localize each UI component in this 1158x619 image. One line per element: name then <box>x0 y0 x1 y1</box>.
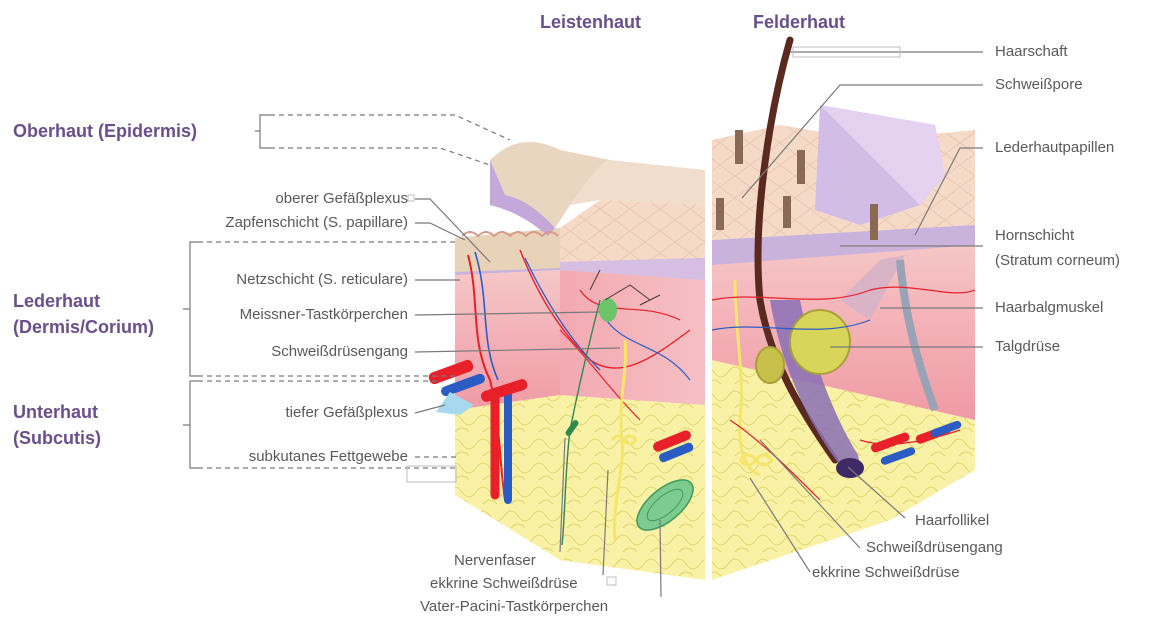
label-ekkrine-schweissdruese-left: ekkrine Schweißdrüse <box>430 575 578 593</box>
label-tiefer-gefaessplexus: tiefer Gefäßplexus <box>285 404 408 422</box>
label-hornschicht: Hornschicht <box>995 227 1074 245</box>
label-schweissdruesengang-right: Schweißdrüsengang <box>866 539 1003 557</box>
label-schweissdruesengang-left: Schweißdrüsengang <box>271 343 408 361</box>
label-talgdruese: Talgdrüse <box>995 338 1060 356</box>
label-oberer-gefaessplexus: oberer Gefäßplexus <box>275 190 408 208</box>
label-netzschicht: Netzschicht (S. reticulare) <box>236 271 408 289</box>
label-ekkrine-schweissdruese-right: ekkrine Schweißdrüse <box>812 564 960 582</box>
label-schweisspore: Schweißpore <box>995 76 1083 94</box>
header-felderhaut: Felderhaut <box>753 12 845 33</box>
label-subkutanes-fettgewebe: subkutanes Fettgewebe <box>249 448 408 466</box>
felderhaut-block <box>712 40 975 580</box>
region-dermis-line2: (Dermis/Corium) <box>13 314 154 340</box>
label-stratum-corneum: (Stratum corneum) <box>995 252 1120 270</box>
leistenhaut-block <box>427 142 705 580</box>
left-dermis-side <box>560 270 705 405</box>
region-epidermis: Oberhaut (Epidermis) <box>13 118 197 144</box>
sebaceous-gland <box>790 310 850 374</box>
label-meissner-tastkoerperchen: Meissner-Tastkörperchen <box>240 306 408 324</box>
left-top-surface <box>560 200 705 262</box>
short-hair-1 <box>735 130 743 164</box>
header-leistenhaut: Leistenhaut <box>540 12 641 33</box>
region-subcutis-line1: Unterhaut <box>13 399 98 425</box>
label-haarfollikel: Haarfollikel <box>915 512 989 530</box>
meissner-corpuscle <box>599 298 617 322</box>
label-vater-pacini: Vater-Pacini-Tastkörperchen <box>420 598 608 616</box>
region-subcutis-line2: (Subcutis) <box>13 425 101 451</box>
label-nervenfaser: Nervenfaser <box>454 552 536 570</box>
label-haarbalgmuskel: Haarbalgmuskel <box>995 299 1103 317</box>
region-dermis-line1: Lederhaut <box>13 288 100 314</box>
label-zapfenschicht: Zapfenschicht (S. papillare) <box>225 214 408 232</box>
label-haarschaft: Haarschaft <box>995 43 1068 61</box>
label-lederhautpapillen: Lederhautpapillen <box>995 139 1114 157</box>
